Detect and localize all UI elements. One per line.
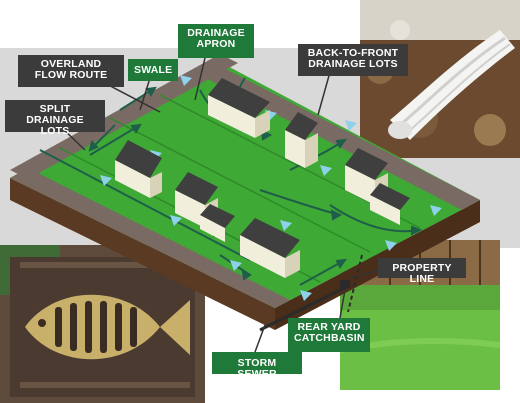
back-road [10, 54, 238, 179]
house-6 [240, 218, 300, 278]
swale-line [39, 149, 251, 261]
label-overland-flow-route: OVERLAND FLOW ROUTE [18, 55, 124, 87]
soil-edge-front [10, 178, 275, 330]
runoff-indicators [100, 75, 442, 301]
label-property-line: PROPERTY LINE [378, 258, 466, 285]
house-5 [345, 148, 410, 225]
downspout-extension-photo [360, 0, 520, 158]
storm-sewer-pipe [259, 283, 351, 332]
label-storm-sewer: STORM SEWER [212, 352, 302, 380]
house-3 [175, 172, 235, 242]
label-rear-yard-catchbasin: REAR YARD CATCHBASIN [288, 318, 370, 352]
label-split-drainage-lots: SPLIT DRAINAGE LOTS [5, 100, 105, 137]
label-swale: SWALE [128, 59, 178, 81]
label-drainage-apron: DRAINAGE APRON [178, 24, 254, 58]
house-2 [208, 78, 270, 138]
catchbasin-grate-photo [0, 245, 205, 403]
label-back-to-front-drainage-lots: BACK-TO-FRONT DRAINAGE LOTS [298, 44, 408, 76]
front-road [10, 168, 290, 308]
leader-lines [61, 57, 381, 353]
rear-yard-catchbasin-marker [340, 280, 350, 288]
right-road [200, 65, 480, 210]
property-line [347, 254, 363, 313]
house-1 [115, 140, 162, 198]
house-4 [285, 112, 318, 168]
